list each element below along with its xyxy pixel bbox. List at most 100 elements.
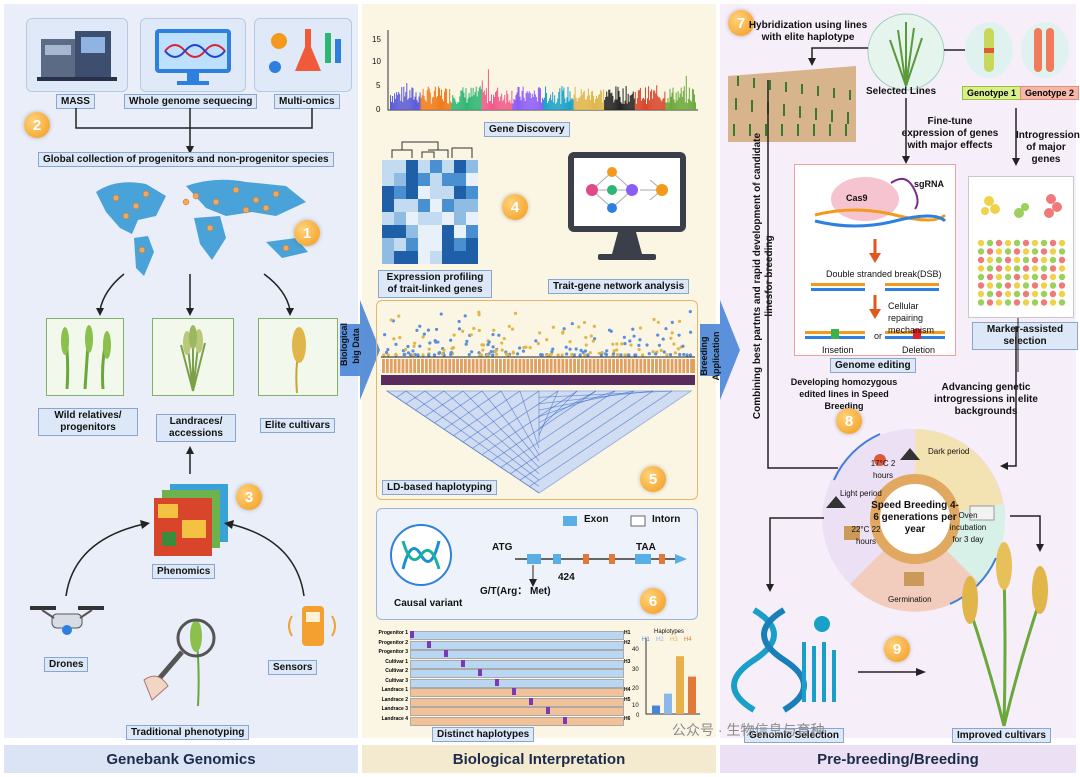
ld-mesh-line [424,390,464,417]
ld-point [551,325,555,329]
bar-tick-40: 40 [632,647,639,653]
haplotype-row-label: Landrace 4 [381,715,408,722]
golden-wheat-icon [292,327,306,394]
ld-stripe [540,359,542,373]
plate-well [1031,256,1039,264]
manhattan-mark [665,102,667,110]
ld-stripe [427,359,429,373]
heatmap-cell [406,199,418,212]
ld-point [439,312,443,316]
plate-well [1004,248,1012,255]
manhattan-mark [473,95,475,110]
ld-point [482,343,486,347]
ld-point [491,353,495,357]
plate-well [1040,299,1048,306]
haplotype-row-label: Cultivar 3 [385,677,408,684]
ld-point [672,342,676,346]
ld-point [550,349,554,354]
manhattan-mark [508,102,510,110]
ld-point [467,353,471,357]
manhattan-mark [492,103,493,110]
manhattan-mark [611,92,613,110]
manhattan-mark [455,101,457,110]
bar-tick-20: 20 [632,686,639,692]
manhattan-mark [599,94,601,110]
haplotype-row-bar [410,697,624,707]
manhattan-mark [554,95,556,110]
haplotype-row-label: Progenitor 2 [378,639,408,646]
haplotype-bar-chart [645,638,700,715]
haplotype-tag: H6 [624,715,631,722]
heatmap-cell [382,225,394,238]
plate-well [1058,299,1066,306]
heatmap-cell [406,251,418,264]
manhattan-mark [686,102,688,110]
haplotype-tag: H5 [624,696,631,703]
plate-well [1049,265,1057,272]
manhattan-mark [451,103,453,110]
speed-breeding-wheel [822,428,1005,612]
manhattan-mark [416,99,418,110]
plate-well [1031,290,1039,298]
ld-plot [381,310,695,494]
ld-point [612,349,616,353]
manhattan-mark [528,91,530,110]
ld-point [647,352,651,356]
manhattan-mark [581,94,583,110]
elite-cultivars-label: Elite cultivars [260,418,336,433]
plate-well [1031,282,1039,289]
haplotype-variant-mark [546,707,550,714]
manhattan-mark [425,101,427,110]
ld-point [589,334,593,338]
manhattan-mark [571,98,573,110]
ld-point [682,352,686,357]
ld-point [582,320,587,325]
haplotype-row-label: Landrace 2 [381,696,408,703]
manhattan-mark [647,98,649,110]
manhattan-mark [476,96,478,110]
plate-well [1013,239,1021,247]
plate-well [1049,248,1057,255]
manhattan-mark [657,95,659,110]
germination-label: Germination [888,595,932,604]
plate-well [1013,273,1021,281]
ld-point [565,352,569,356]
selected-lines-label: Selected Lines [866,86,937,97]
ld-point [491,332,495,337]
ld-stripe [611,359,613,373]
ld-stripe [408,359,410,373]
manhattan-mark [576,101,578,110]
manhattan-mark [651,89,653,110]
manhattan-mark [525,92,527,110]
ld-stripe [556,359,558,373]
heatmap-cell [466,173,478,186]
marker-assisted-label: Marker-assisted selection [972,322,1078,350]
plate-well [1031,248,1039,255]
manhattan-mark [417,102,419,110]
manhattan-mark [622,88,624,110]
manhattan-mark [557,98,559,110]
ld-stripe [661,359,663,373]
distinct-haplotypes-label: Distinct haplotypes [432,727,535,742]
plate-well [1040,248,1048,255]
ld-point [510,327,515,331]
step-badge-5: 5 [640,466,666,492]
ld-stripe [572,359,574,373]
manhattan-mark [493,94,495,110]
heatmap-cell [454,160,466,173]
manhattan-mark [536,101,538,110]
manhattan-mark [649,100,651,110]
expression-heatmap [382,141,478,264]
manhattan-mark [519,96,521,110]
plate-well [995,248,1003,255]
dsb-label: Double stranded break(DSB) [826,269,942,279]
manhattan-mark [521,90,523,110]
ld-stripe [673,359,675,373]
ld-point [638,338,642,342]
manhattan-mark [529,93,531,110]
selected-lines-icon [867,13,945,91]
manhattan-mark [437,86,439,110]
plate-well [1022,299,1030,306]
manhattan-mark [640,100,642,110]
manhattan-mark [430,103,432,110]
